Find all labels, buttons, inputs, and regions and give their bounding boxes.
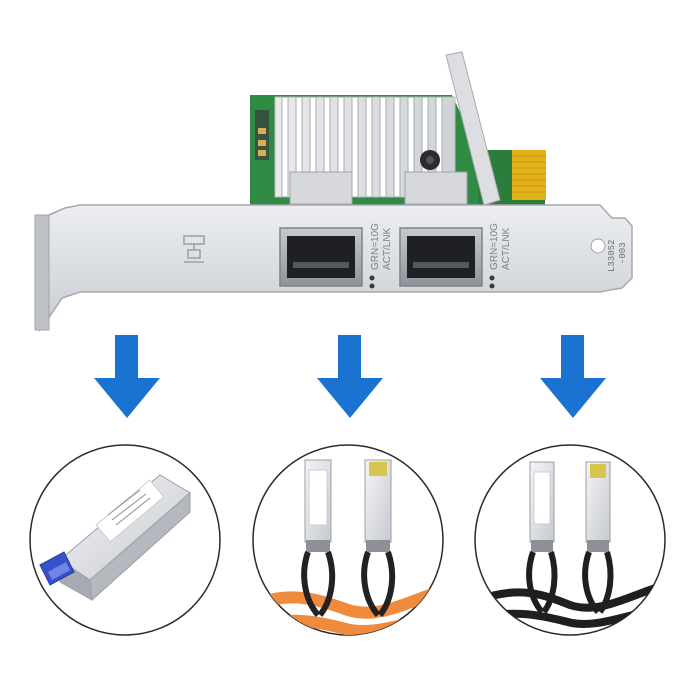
down-arrow-icon [540, 335, 606, 418]
bracket-screw-hole [590, 238, 606, 254]
transceiver-icon [39, 474, 191, 602]
dac-cable-icon [476, 461, 665, 628]
port-label-grn: GRN=10G [370, 223, 381, 270]
network-card: GRN=10G ACT/LNK GRN=10G ACT/LNK L33052 -… [34, 51, 633, 333]
network-icon [183, 235, 205, 263]
sfp-port-1 [279, 227, 363, 287]
led-indicator [489, 283, 495, 289]
option-dac-cable [474, 444, 666, 636]
led-indicator [369, 283, 375, 289]
bracket-code: -003 [618, 242, 628, 264]
port-label-act: ACT/LNK [501, 227, 512, 270]
option-sfp-transceiver [29, 444, 221, 636]
port-label-grn: GRN=10G [489, 223, 500, 270]
down-arrow-icon [94, 335, 160, 418]
bracket-code: L33052 [607, 240, 617, 272]
led-indicator [489, 275, 495, 281]
option-fiber-cable [252, 444, 444, 636]
port-label-act: ACT/LNK [382, 227, 393, 270]
sfp-port-2 [399, 227, 483, 287]
led-indicator [369, 275, 375, 281]
down-arrow-icon [317, 335, 383, 418]
